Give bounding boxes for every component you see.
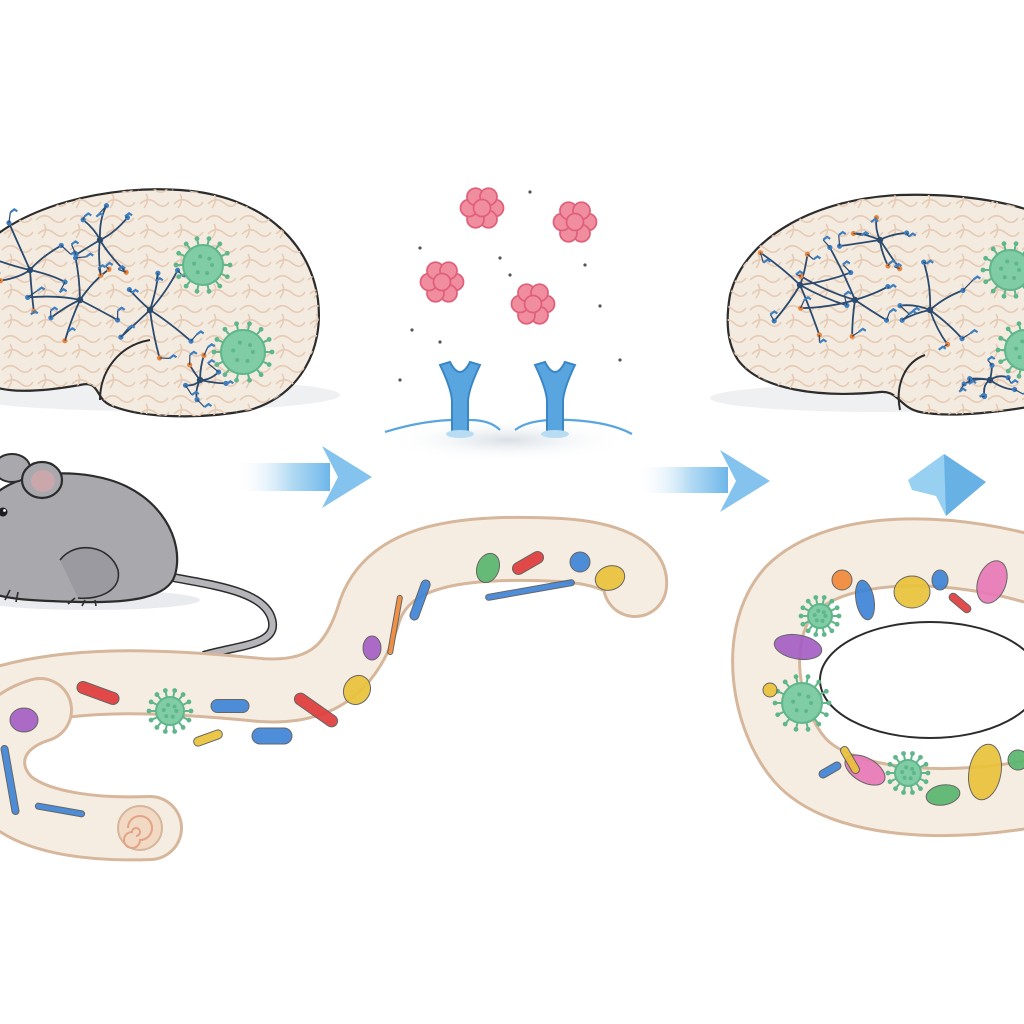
- microbe: [362, 635, 382, 661]
- virus: [885, 751, 931, 795]
- microbe: [485, 579, 575, 601]
- particle-dot: [618, 358, 622, 362]
- microbe: [854, 579, 876, 621]
- microbe: [293, 692, 339, 728]
- microbe: [831, 569, 853, 591]
- neuron: [70, 203, 133, 278]
- microbe: [762, 682, 778, 698]
- particle-dot: [418, 246, 422, 250]
- microbe: [931, 569, 949, 591]
- mouse-haunch: [59, 546, 120, 600]
- microbe: [948, 592, 972, 614]
- microbe: [34, 802, 86, 818]
- brain-altered-texture: [727, 194, 1024, 415]
- microbe: [76, 681, 120, 705]
- particle-dot: [398, 378, 402, 382]
- antibody: [533, 360, 577, 438]
- microbe: [893, 575, 931, 609]
- microbe: [409, 579, 431, 621]
- gut-normal-end: [117, 805, 163, 851]
- particle-dot: [498, 256, 502, 260]
- antibody-group: [438, 360, 577, 438]
- brain-normal-fold: [99, 339, 151, 401]
- microbe: [387, 594, 403, 656]
- cytokine: [419, 261, 465, 303]
- virus: [173, 236, 233, 294]
- gut-altered-lumen: [819, 621, 1024, 739]
- antibody: [438, 360, 482, 438]
- gut-normal: [0, 515, 669, 862]
- virus: [146, 688, 194, 734]
- mouse-hind-paw: [67, 597, 97, 607]
- virus: [798, 595, 842, 637]
- microbe: [251, 727, 293, 745]
- cytokine: [510, 283, 556, 325]
- neuron: [182, 342, 234, 409]
- microbe: [840, 745, 860, 775]
- brain-normal: [0, 188, 340, 418]
- gut-normal-tube: [0, 518, 666, 730]
- cytokine-group: [419, 187, 598, 325]
- microbe: [0, 744, 20, 816]
- particle-dots: [398, 190, 622, 382]
- cytokine: [552, 201, 598, 243]
- particle-dot: [410, 328, 414, 332]
- gut-altered: [731, 517, 1024, 838]
- gut-altered-loop: [734, 520, 1024, 835]
- mouse: [0, 453, 278, 660]
- microbe-group: [0, 551, 626, 818]
- particle-dot: [438, 340, 442, 344]
- microbe: [569, 551, 591, 573]
- immune-signaling: [383, 187, 633, 462]
- microbe: [1007, 749, 1024, 771]
- microbe: [968, 743, 1002, 801]
- cytokine: [459, 187, 505, 229]
- neuron: [0, 208, 79, 316]
- virus: [995, 321, 1024, 379]
- brain-normal-texture: [0, 189, 319, 417]
- mouse-front-paw: [4, 589, 19, 603]
- microbe: [511, 551, 545, 575]
- microbe: [773, 633, 823, 661]
- arrow-right-3: [908, 454, 986, 516]
- neuron-network: [0, 203, 275, 409]
- particle-dot: [583, 263, 587, 267]
- neuron-network: [757, 215, 1024, 400]
- brain-altered-fold: [897, 354, 926, 411]
- membrane-wave-left: [384, 418, 501, 434]
- neuron: [795, 235, 898, 339]
- mouse-ear-inner: [31, 470, 55, 492]
- arrow-right-1: [235, 446, 372, 508]
- microbe: [818, 761, 842, 779]
- microbe: [594, 565, 626, 591]
- neuron: [25, 252, 126, 344]
- microbe: [925, 784, 961, 806]
- neuron: [958, 355, 1024, 400]
- membrane-shadow: [383, 418, 633, 462]
- neuron: [836, 215, 917, 272]
- microbe: [193, 729, 223, 747]
- particle-dot: [598, 304, 602, 308]
- particle-dot: [528, 190, 532, 194]
- virus: [211, 321, 275, 383]
- microbe: [342, 674, 372, 706]
- virus: [980, 241, 1024, 299]
- brain-altered: [710, 193, 1024, 416]
- microbe: [9, 707, 39, 733]
- neuron: [118, 267, 205, 361]
- neuron: [897, 259, 981, 351]
- virus: [772, 674, 832, 732]
- microbe: [976, 560, 1008, 604]
- arrow-right-2: [636, 450, 770, 512]
- microbe: [210, 699, 250, 713]
- microbe-group: [762, 560, 1024, 806]
- microbe: [475, 552, 501, 584]
- particle-dot: [508, 273, 512, 277]
- membrane-wave-right: [514, 418, 633, 435]
- gut-normal-spiral: [123, 815, 153, 849]
